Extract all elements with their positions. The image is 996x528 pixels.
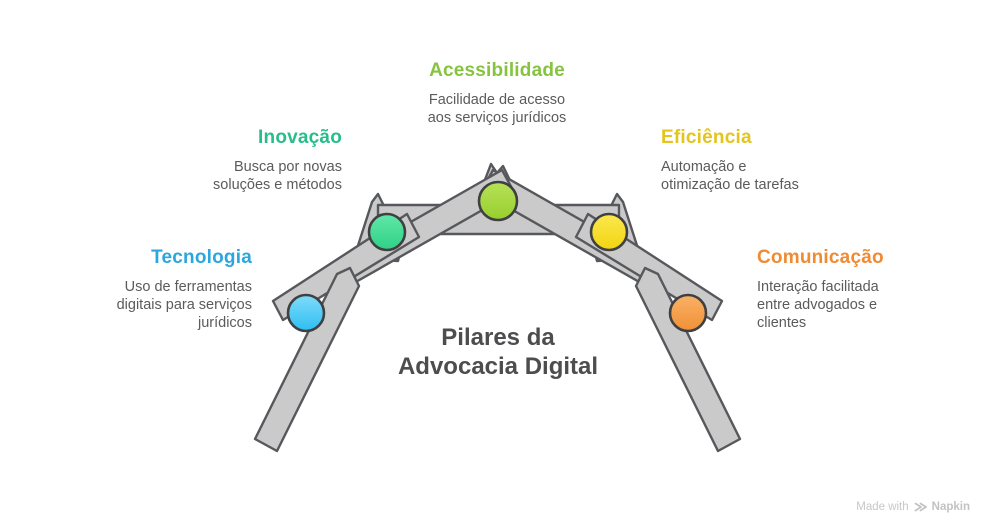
pillar-node-inovacao [367, 212, 407, 252]
desc-line: jurídicos [198, 315, 252, 331]
pillar-node-comunicacao [668, 293, 708, 333]
desc-line: entre advogados e [757, 297, 878, 313]
pillar-label-eficiencia: Eficiência [661, 127, 752, 148]
pillar-node-tecnologia [286, 293, 326, 333]
pillar-block-comunicacao: Comunicação Interação facilitada entre a… [757, 246, 957, 332]
napkin-watermark[interactable]: Made with Napkin [856, 501, 970, 513]
node-group [286, 180, 708, 333]
pillar-block-eficiencia: Eficiência Automação e otimização de tar… [661, 126, 891, 194]
pillar-desc-comunicacao: Interação facilitada entre advogados e c… [757, 278, 957, 332]
pillar-node-acessibilidade [477, 180, 519, 222]
desc-line: soluções e métodos [213, 177, 342, 193]
desc-line: Interação facilitada [757, 279, 879, 295]
pillar-node-eficiencia [589, 212, 629, 252]
watermark-prefix: Made with [856, 501, 909, 513]
desc-line: Uso de ferramentas [124, 279, 252, 295]
desc-line: aos serviços jurídicos [427, 110, 567, 126]
desc-line: Facilidade de acesso [428, 92, 566, 108]
pillar-block-inovacao: Inovação Busca por novas soluções e méto… [132, 126, 342, 194]
pillar-block-acessibilidade: Acessibilidade Facilidade de acesso aos … [347, 59, 647, 127]
pillar-desc-acessibilidade: Facilidade de acesso aos serviços jurídi… [347, 91, 647, 127]
desc-line: Automação e [661, 159, 747, 175]
pillar-block-tecnologia: Tecnologia Uso de ferramentas digitais p… [42, 246, 252, 332]
diagram-title-line1: Pilares da [441, 324, 555, 351]
pillar-label-inovacao: Inovação [258, 127, 342, 148]
diagram-title: Pilares da Advocacia Digital [348, 323, 648, 381]
desc-line: digitais para serviços [116, 297, 252, 313]
pillar-desc-tecnologia: Uso de ferramentas digitais para serviço… [42, 278, 252, 332]
desc-line: otimização de tarefas [661, 177, 799, 193]
desc-line: clientes [757, 315, 807, 331]
pillar-desc-eficiencia: Automação e otimização de tarefas [661, 158, 891, 194]
pillar-label-tecnologia: Tecnologia [151, 247, 252, 268]
pillar-label-comunicacao: Comunicação [757, 247, 884, 268]
napkin-logo-icon [914, 502, 927, 512]
diagram-title-line2: Advocacia Digital [397, 353, 599, 380]
watermark-brand: Napkin [931, 501, 970, 513]
desc-line: Busca por novas [233, 159, 342, 175]
pillar-label-acessibilidade: Acessibilidade [429, 60, 565, 81]
pillar-desc-inovacao: Busca por novas soluções e métodos [132, 158, 342, 194]
beam-left-leg [253, 266, 361, 453]
beam-right-leg [634, 266, 742, 453]
